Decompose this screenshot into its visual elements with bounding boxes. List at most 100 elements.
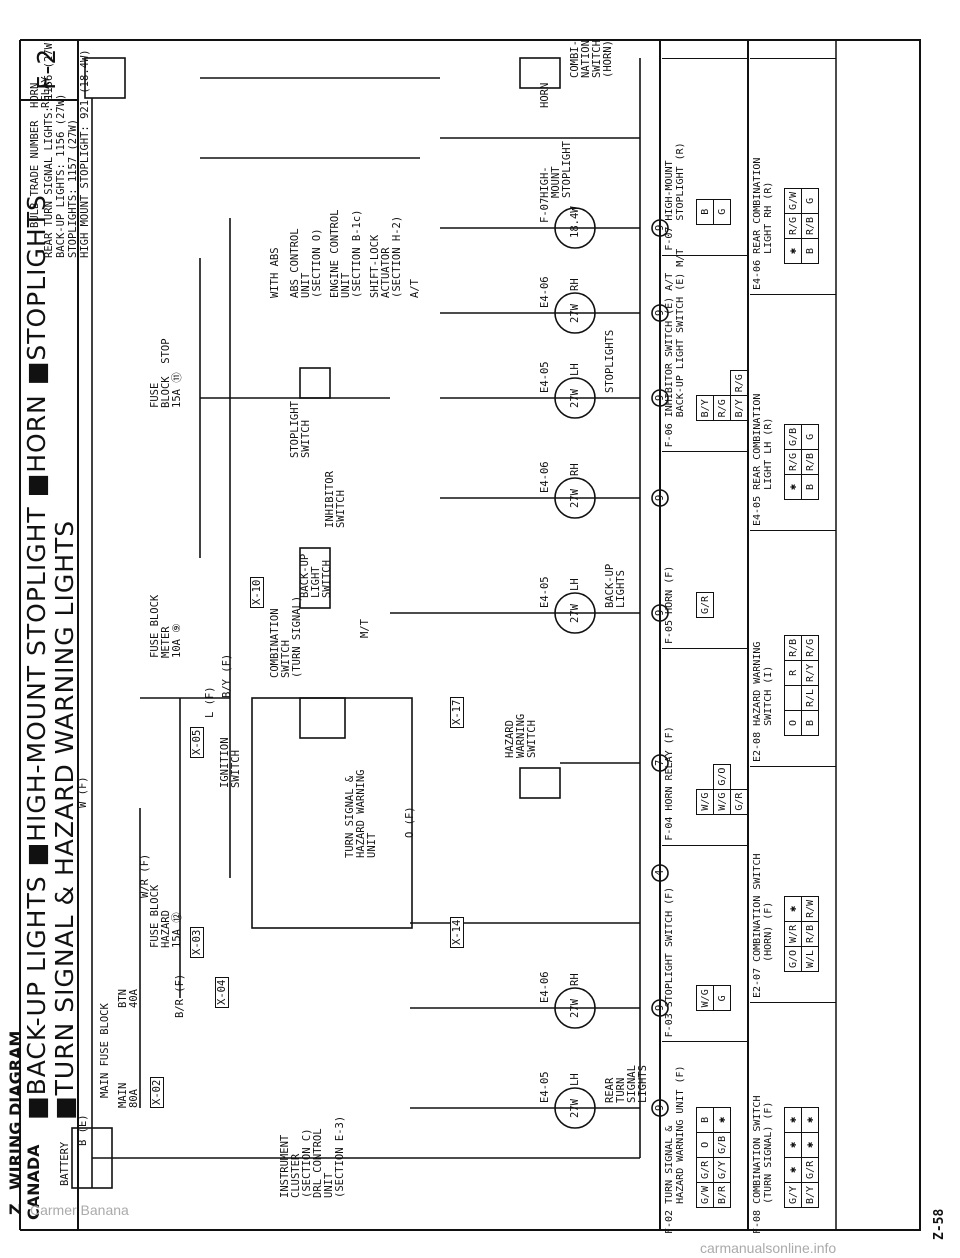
connector-x03: X-03 — [190, 926, 204, 958]
lamp-side: LH — [569, 1073, 581, 1086]
lamp-watt: 27W — [569, 1099, 581, 1118]
pin-cell: G — [801, 424, 819, 450]
connector-pane-title: E2-07 COMBINATION SWITCH (HORN) (F) — [752, 853, 774, 999]
pin-cell: R/G — [730, 370, 748, 396]
btn-fuse-label: BTN 40A — [117, 989, 140, 1008]
pin-cell: W/G — [696, 789, 714, 815]
pin-cell: G/O — [784, 946, 802, 972]
lamp-side: RH — [569, 278, 581, 291]
connector-pane-title: F-06 INHIBITOR SWITCH (E) A/T BACK-UP LI… — [664, 248, 686, 448]
lamp-watt: 27W — [569, 489, 581, 508]
connector-pane-title: F-04 HORN RELAY (F) — [664, 726, 675, 841]
pin-cell: O — [696, 1132, 714, 1158]
pin-cell: G — [713, 985, 731, 1011]
connector-pane-title: F-05 HORN (F) — [664, 565, 675, 644]
at-label: A/T — [409, 279, 421, 298]
wire-br-label: B/R (F) — [174, 973, 186, 1018]
pin-cell: G/Y — [713, 1157, 731, 1183]
pin-cell: G/B — [713, 1132, 731, 1158]
lamp-watt: 27W — [569, 604, 581, 623]
lamp-group: BACK-UP LIGHTS — [604, 563, 627, 608]
pin-cell: R/G — [801, 635, 819, 661]
with-abs-label: WITH ABS — [269, 247, 281, 298]
battery-label: BATTERY — [59, 1141, 71, 1186]
connector-x02: X-02 — [150, 1076, 164, 1108]
lamp-side: RH — [569, 973, 581, 986]
backup-switch-label: BACK-UP LIGHT SWITCH — [299, 553, 333, 598]
lamp-watt: 27W — [569, 389, 581, 408]
lamp-watt: 27W — [569, 304, 581, 323]
pin-cell: B/Y — [730, 395, 748, 421]
wire-b-label: B (E) — [77, 1114, 89, 1146]
connector-pane-title: E4-06 REAR COMBINATION LIGHT RH (R) — [752, 157, 774, 290]
combi-switch-horn-label: COMBI- NATION SWITCH (HORN) — [569, 40, 614, 78]
abs-unit-label: ABS CONTROL UNIT (SECTION O) — [289, 228, 323, 298]
pin-table: G/R — [696, 592, 714, 618]
lamp-watt: 27W — [569, 999, 581, 1018]
watermark-right: carmanualsonline.info — [700, 1240, 837, 1256]
connector-pane-title: F-08 COMBINATION SWITCH (TURN SIGNAL) (F… — [752, 1095, 774, 1234]
pin-cell: R/G — [784, 213, 802, 239]
connector-x14: X-14 — [450, 916, 464, 948]
pin-cell: ✱ — [784, 896, 802, 922]
pin-cell: G/W — [784, 188, 802, 214]
connector-x10: X-10 — [250, 576, 264, 608]
fuse-stop-label: FUSE BLOCK STOP 15A ⑪ — [149, 338, 183, 408]
fuse-hazard-label: FUSE BLOCK HAZARD 15A ⑫ — [149, 884, 183, 948]
pin-cell: R/B — [801, 213, 819, 239]
pin-cell: B — [801, 710, 819, 736]
pin-cell: ✱ — [784, 1157, 802, 1183]
engine-unit-label: ENGINE CONTROL UNIT (SECTION B-1c) — [329, 209, 363, 298]
lamp-side: LH — [569, 578, 581, 591]
lamp-connector: E4-06 — [539, 276, 551, 308]
pin-cell: G/W — [696, 1182, 714, 1208]
pin-cell: R/L — [801, 685, 819, 711]
pin-cell: B — [696, 1107, 714, 1133]
pin-cell: W/G — [696, 985, 714, 1011]
bulb-note-title: BULB TRADE NUMBER — [29, 120, 41, 228]
connector-pane: F-08 COMBINATION SWITCH (TURN SIGNAL) (F… — [750, 1002, 836, 1238]
pin-cell: G/Y — [784, 1182, 802, 1208]
pin-cell: R/G — [713, 395, 731, 421]
connector-pane: F-06 INHIBITOR SWITCH (E) A/T BACK-UP LI… — [662, 249, 748, 452]
lamp-side: LH — [569, 363, 581, 376]
inhibitor-switch-label: INHIBITOR SWITCH — [324, 471, 347, 528]
pin-cell: G/R — [730, 789, 748, 815]
lamp-connector: E4-05 — [539, 1071, 551, 1103]
lamp-side: RH — [569, 463, 581, 476]
main-fuse-label: MAIN 80A — [117, 1082, 140, 1108]
connector-pane-title: F-02 TURN SIGNAL & HAZARD WARNING UNIT (… — [664, 1065, 686, 1234]
lamp-connector: E4-06 — [539, 461, 551, 493]
pin-cell: G/R — [801, 1157, 819, 1183]
main-fuse-block-label: MAIN FUSE BLOCK — [99, 1003, 111, 1098]
pin-cell: G/B — [784, 424, 802, 450]
pin-cell: R/G — [784, 449, 802, 475]
pin-cell: ✱ — [713, 1107, 731, 1133]
lamp-group: STOPLIGHTS — [604, 329, 616, 393]
lamp-connector: E4-05 — [539, 576, 551, 608]
pin-cell: R/B — [784, 635, 802, 661]
pin-cell: ✱ — [784, 238, 802, 264]
mt-label: M/T — [359, 619, 371, 638]
pin-cell: R/B — [801, 921, 819, 947]
pin-cell: G/R — [696, 1157, 714, 1183]
connector-pane: F-02 TURN SIGNAL & HAZARD WARNING UNIT (… — [662, 1041, 748, 1238]
stoplight-switch-label: STOPLIGHT SWITCH — [289, 401, 312, 458]
pin-cell — [784, 685, 802, 711]
pin-cell: G — [713, 199, 731, 225]
connector-x04: X-04 — [215, 976, 229, 1008]
bulb-note-line-2: BACK-UP LIGHTS: 1156 (27W) — [55, 93, 67, 258]
